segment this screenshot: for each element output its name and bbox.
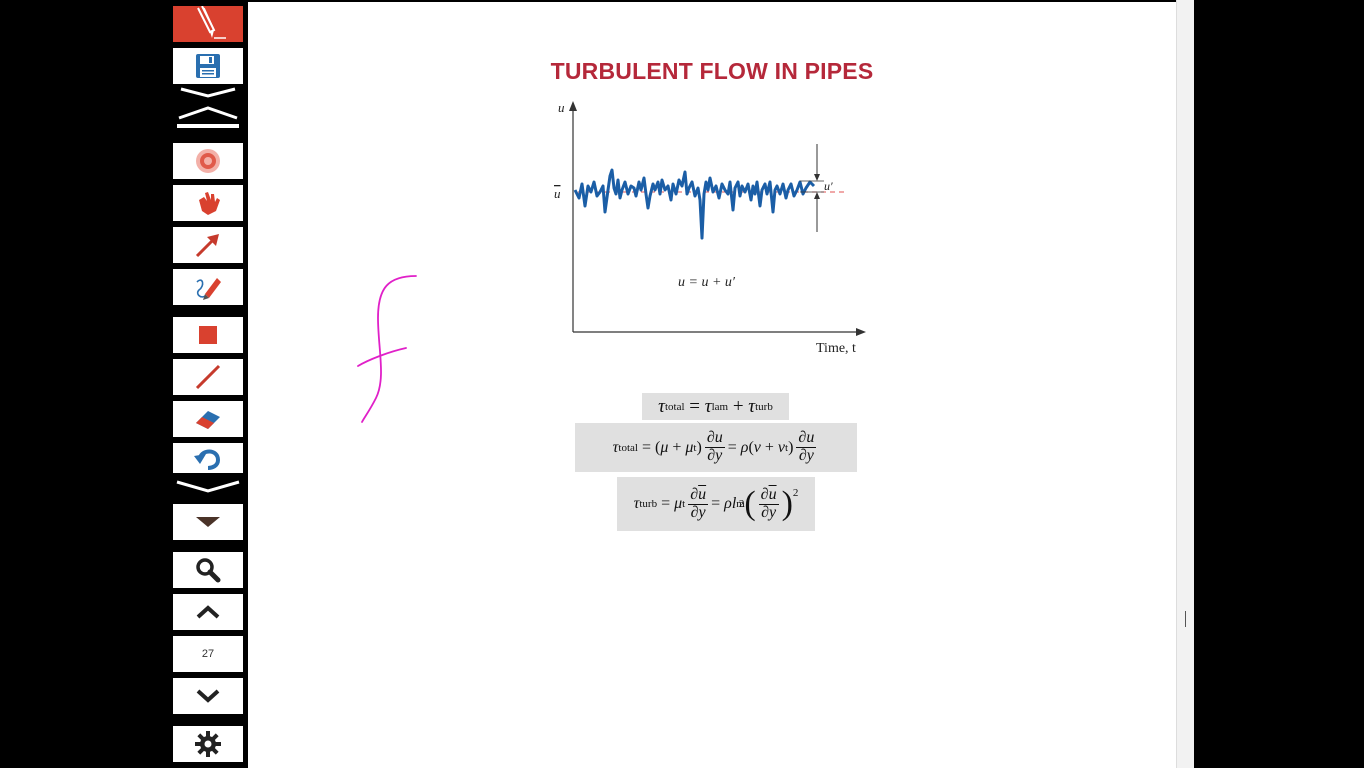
velocity-signal — [573, 168, 816, 240]
arrow-tool-button[interactable] — [173, 227, 243, 263]
pencil-scribble-icon — [196, 278, 221, 300]
line-shape-icon — [195, 364, 221, 390]
save-button[interactable] — [173, 48, 243, 84]
settings-button[interactable] — [173, 726, 243, 762]
expand-chevron-icon[interactable] — [173, 104, 243, 134]
x-axis-arrow — [856, 328, 866, 336]
chevron-down-icon — [196, 689, 220, 703]
turbulent-velocity-figure: u u u′ u = u + u′ Time, t — [554, 100, 866, 356]
annotation-toolbar: 27 — [173, 0, 245, 768]
mean-velocity-label: u — [554, 186, 561, 201]
floppy-disk-icon — [196, 54, 220, 78]
pen-tool-button[interactable] — [173, 6, 243, 42]
decomposition-equation: u = u + u′ — [678, 275, 736, 290]
dropdown-menu-button[interactable] — [173, 504, 243, 540]
eraser-button[interactable] — [173, 401, 243, 437]
scrollbar-thumb[interactable] — [1185, 611, 1186, 627]
eraser-icon — [196, 411, 220, 429]
y-axis-label: u — [558, 100, 565, 115]
laser-pointer-button[interactable] — [173, 143, 243, 179]
fluct-arrowhead-top — [814, 174, 820, 181]
laser-pointer-icon — [196, 149, 220, 173]
freehand-annotation — [357, 275, 417, 423]
page-number-display: 27 — [173, 636, 243, 672]
rectangle-tool-button[interactable] — [173, 317, 243, 353]
undo-button[interactable] — [173, 443, 243, 473]
more-tools-chevron-icon[interactable] — [173, 478, 243, 496]
pen-logo-icon — [197, 6, 226, 39]
freehand-pen-button[interactable] — [173, 269, 243, 305]
right-scroll-gutter[interactable] — [1176, 0, 1194, 768]
undo-arrow-icon — [194, 449, 221, 470]
y-axis-arrow — [569, 101, 577, 111]
caret-down-icon — [196, 517, 220, 527]
fluctuation-label: u′ — [824, 179, 833, 193]
hand-tool-button[interactable] — [173, 185, 243, 221]
next-page-button[interactable] — [173, 678, 243, 714]
magnifier-icon — [196, 558, 221, 583]
zoom-button[interactable] — [173, 552, 243, 588]
chevron-up-icon — [196, 605, 220, 619]
collapse-chevron-icon[interactable] — [173, 86, 243, 102]
slide-title: TURBULENT FLOW IN PIPES — [550, 58, 874, 84]
slide-canvas[interactable]: TURBULENT FLOW IN PIPES u u u′ u = u + u… — [248, 2, 1176, 768]
square-shape-icon — [199, 326, 217, 344]
hand-icon — [199, 192, 220, 215]
line-tool-button[interactable] — [173, 359, 243, 395]
x-axis-label: Time, t — [816, 341, 856, 356]
page-number: 27 — [201, 648, 215, 660]
previous-page-button[interactable] — [173, 594, 243, 630]
arrow-icon — [195, 234, 219, 258]
fluct-arrowhead-bottom — [814, 192, 820, 199]
gear-icon — [195, 731, 221, 757]
